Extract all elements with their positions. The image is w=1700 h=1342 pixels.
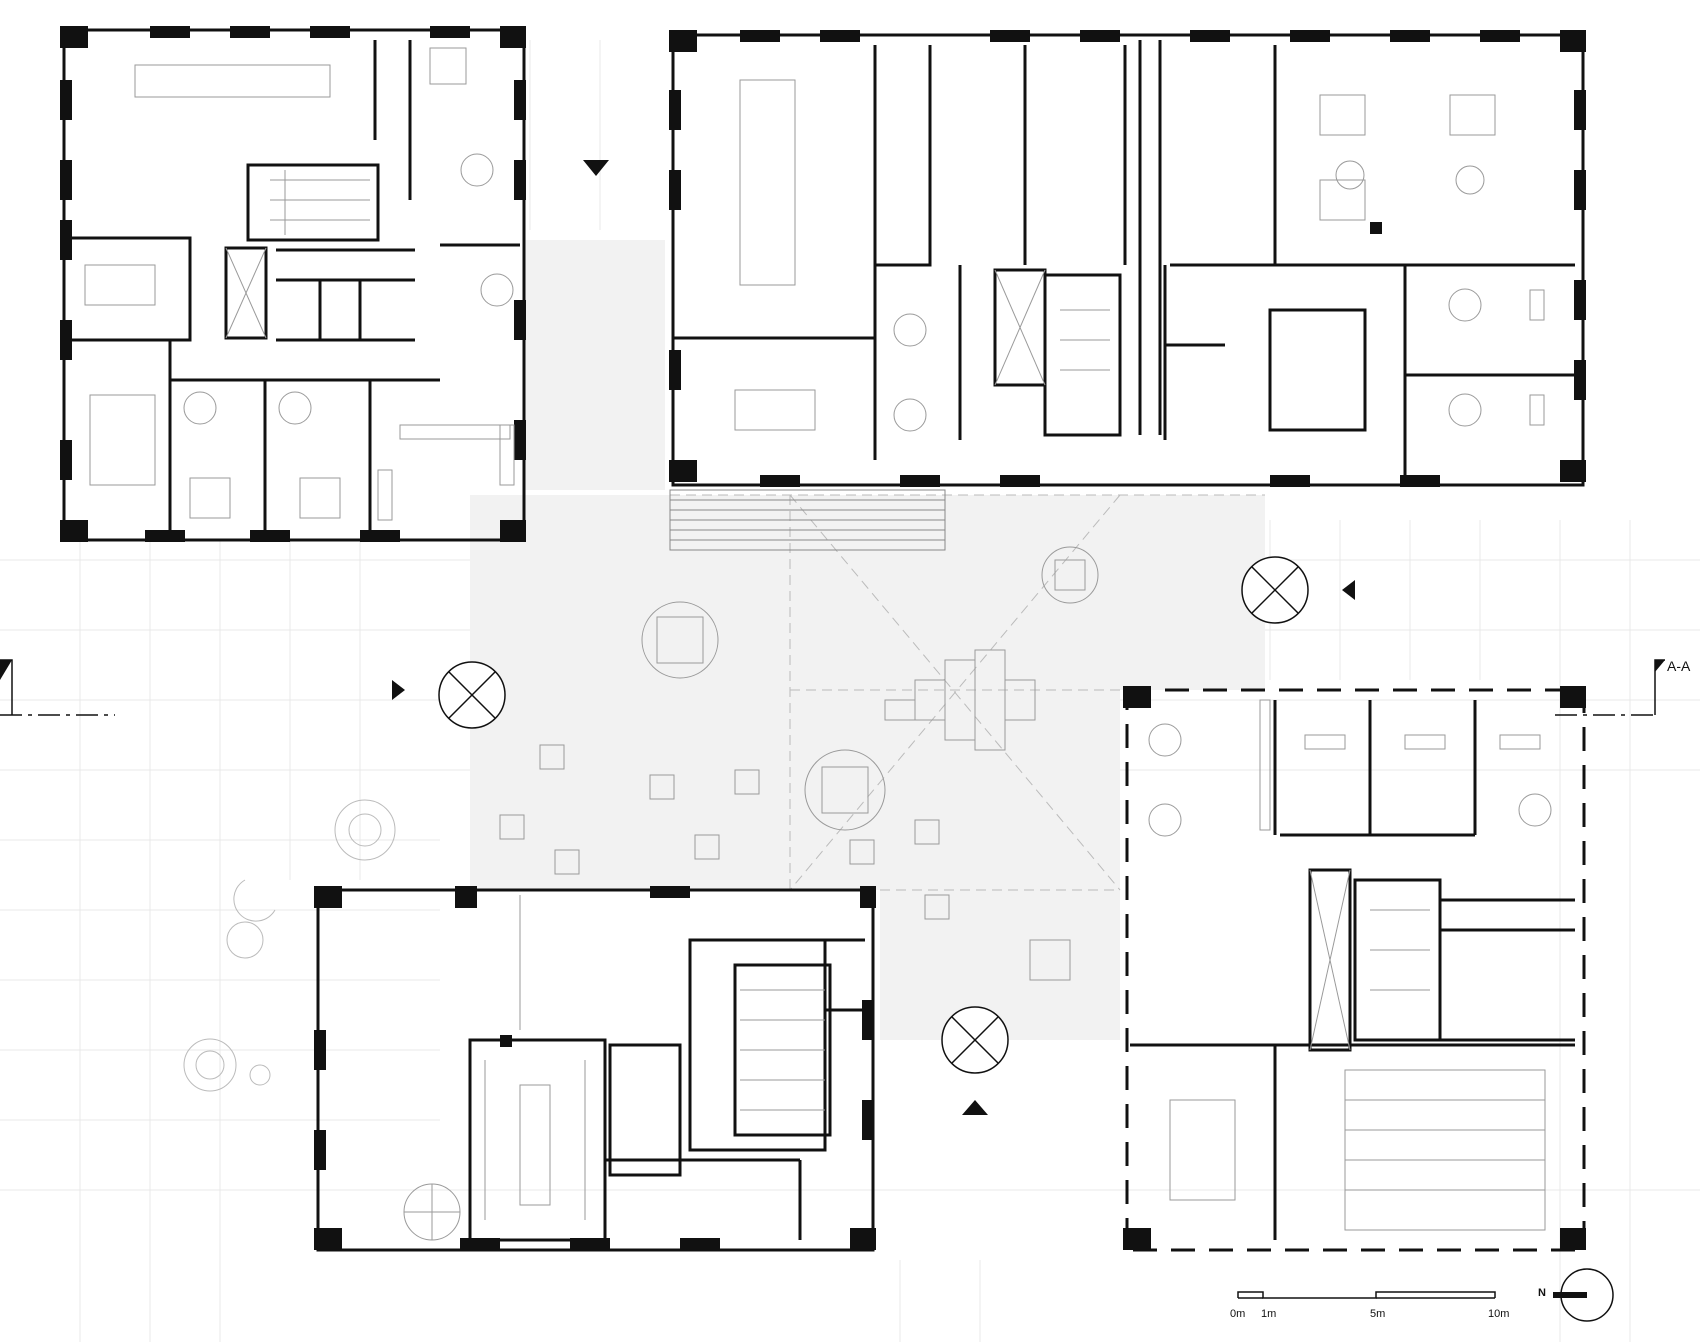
revolving-doors xyxy=(438,556,1309,1074)
building-southeast xyxy=(1123,686,1586,1252)
north-arrow-icon xyxy=(1553,1268,1614,1322)
building-northeast xyxy=(669,30,1586,551)
scale-label-0m: 0m xyxy=(1230,1308,1246,1320)
scale-bar xyxy=(1237,1291,1496,1299)
building-northwest xyxy=(60,26,526,542)
building-southwest xyxy=(314,886,876,1252)
central-courtyard xyxy=(470,240,1265,1040)
section-label: A-A xyxy=(1667,658,1691,674)
entrance-arrows xyxy=(392,160,1355,1115)
north-label: N xyxy=(1538,1287,1546,1299)
scale-label-5m: 5m xyxy=(1370,1308,1386,1320)
courtyard-furniture xyxy=(183,546,1099,1092)
scale-label-1m: 1m xyxy=(1261,1308,1277,1320)
section-line-a-a xyxy=(0,659,1665,716)
scale-label-10m: 10m xyxy=(1488,1308,1510,1320)
site-grid xyxy=(0,40,1700,1342)
